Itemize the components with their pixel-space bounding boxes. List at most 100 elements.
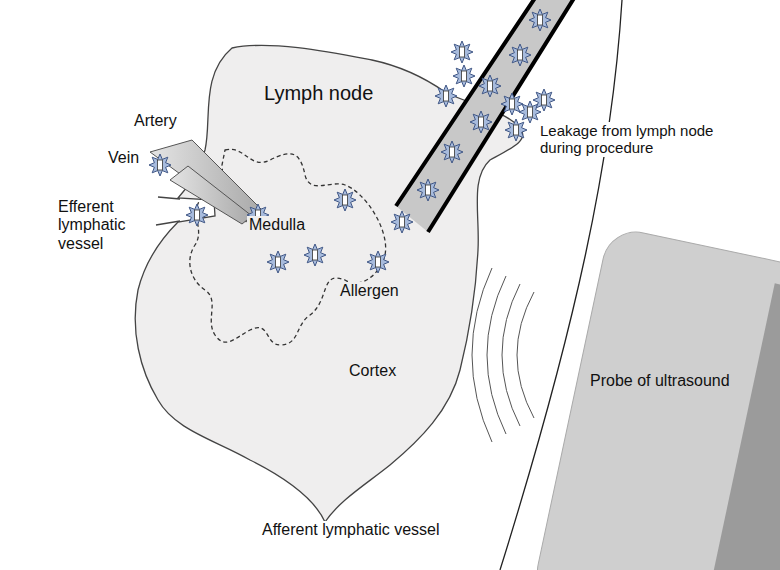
text-holder: Cortex xyxy=(347,362,398,380)
allergen-icon xyxy=(519,101,541,123)
text-holder: Medulla xyxy=(247,216,307,234)
allergen-core xyxy=(479,117,484,127)
allergen-core xyxy=(444,91,449,101)
part-label: Efferent lymphatic vessel xyxy=(56,198,140,253)
lymph-node-outline: Lymph nodeCortex Medulla xyxy=(128,36,530,526)
allergen-icon xyxy=(186,204,208,226)
region-label: Medulla xyxy=(247,216,307,234)
allergen-star xyxy=(505,119,527,141)
label-holder: Artery xyxy=(132,112,179,130)
medulla-region-shape xyxy=(180,140,400,355)
allergen-icon xyxy=(367,251,389,273)
allergen-core xyxy=(256,210,261,220)
allergen-icon xyxy=(470,111,492,133)
allergen-star xyxy=(501,93,523,115)
allergen-core xyxy=(528,107,533,117)
allergen-star xyxy=(479,75,501,97)
medulla-region-path xyxy=(190,149,386,345)
allergen-icon xyxy=(451,41,473,63)
region-label: Probe of ultrasound xyxy=(588,372,732,390)
allergen-icon xyxy=(509,44,531,66)
allergen-core xyxy=(462,71,467,81)
allergen-core xyxy=(488,81,493,91)
needle-wall xyxy=(396,0,576,232)
allergen-star xyxy=(519,101,541,123)
allergen-core xyxy=(158,160,163,170)
allergen-core xyxy=(538,15,543,25)
efferent-vessel xyxy=(156,197,180,225)
allergen-core xyxy=(426,185,431,195)
allergen-star xyxy=(267,251,289,273)
wave-arc xyxy=(472,268,492,442)
allergen-core xyxy=(542,95,547,105)
allergen-core xyxy=(376,257,381,267)
ultrasound-waves xyxy=(472,268,534,442)
label-holder: Vein xyxy=(106,149,141,167)
lymph-node-outline-shape xyxy=(128,36,530,526)
allergen-star xyxy=(509,44,531,66)
artery-tube xyxy=(150,140,262,222)
needle-body xyxy=(396,0,576,232)
part-label: Artery xyxy=(132,112,179,130)
allergen-icon xyxy=(149,154,171,176)
allergen-star xyxy=(529,9,551,31)
allergen-star xyxy=(453,65,475,87)
ultrasound-probe: Probe of ultrasound xyxy=(530,220,780,570)
allergen-star xyxy=(451,41,473,63)
allergen-star xyxy=(417,179,439,201)
wave-arc xyxy=(517,292,534,418)
allergen-core xyxy=(313,250,318,260)
part-label: Afferent lymphatic vessel xyxy=(260,521,442,539)
allergen-star xyxy=(186,204,208,226)
label-holder: Afferent lymphatic vessel xyxy=(260,521,442,539)
allergen-core xyxy=(510,99,515,109)
allergen-icon xyxy=(501,93,523,115)
part-label: Allergen xyxy=(338,282,401,300)
region-label: Lymph node xyxy=(262,82,375,105)
allergen-icon xyxy=(453,65,475,87)
allergen-icon xyxy=(247,204,269,226)
allergen-core xyxy=(450,147,455,157)
label-holder: Allergen xyxy=(338,282,401,300)
medulla-region: Medulla xyxy=(180,140,400,355)
allergen-icon xyxy=(533,89,555,111)
allergen-star xyxy=(304,244,326,266)
allergen-star xyxy=(391,211,413,233)
allergen-core xyxy=(514,125,519,135)
allergen-icon xyxy=(435,85,457,107)
allergen-star xyxy=(470,111,492,133)
text-holder: Probe of ultrasound xyxy=(588,372,732,390)
probe-side xyxy=(700,283,780,570)
label-holder: Leakage from lymph node during procedure xyxy=(538,122,738,157)
note-label: Leakage from lymph node during procedure xyxy=(538,122,738,157)
allergen-icon xyxy=(441,141,463,163)
allergen-star xyxy=(435,85,457,107)
allergen-icon xyxy=(417,179,439,201)
allergen-star xyxy=(334,189,356,211)
allergen-star xyxy=(149,154,171,176)
allergen-icon xyxy=(304,244,326,266)
allergen-core xyxy=(518,50,523,60)
allergen-icon xyxy=(267,251,289,273)
allergen-icon xyxy=(479,75,501,97)
label-holder: Efferent lymphatic vessel xyxy=(56,198,140,253)
allergen-core xyxy=(343,195,348,205)
ultrasound-probe-shape xyxy=(530,220,780,570)
allergen-star xyxy=(533,89,555,111)
text-holder: Lymph node xyxy=(262,82,375,105)
allergen-star xyxy=(441,141,463,163)
part-label: Vein xyxy=(106,149,141,167)
allergen-icon xyxy=(391,211,413,233)
allergen-star xyxy=(247,204,269,226)
allergen-core xyxy=(276,257,281,267)
allergen-icon xyxy=(334,189,356,211)
lymph-node-outline-path xyxy=(135,45,523,522)
vein-tube xyxy=(170,166,252,224)
probe-body xyxy=(531,226,780,570)
wave-arc xyxy=(487,276,506,434)
allergen-core xyxy=(400,217,405,227)
allergen-core xyxy=(195,210,200,220)
allergen-core xyxy=(460,47,465,57)
allergen-icon xyxy=(505,119,527,141)
